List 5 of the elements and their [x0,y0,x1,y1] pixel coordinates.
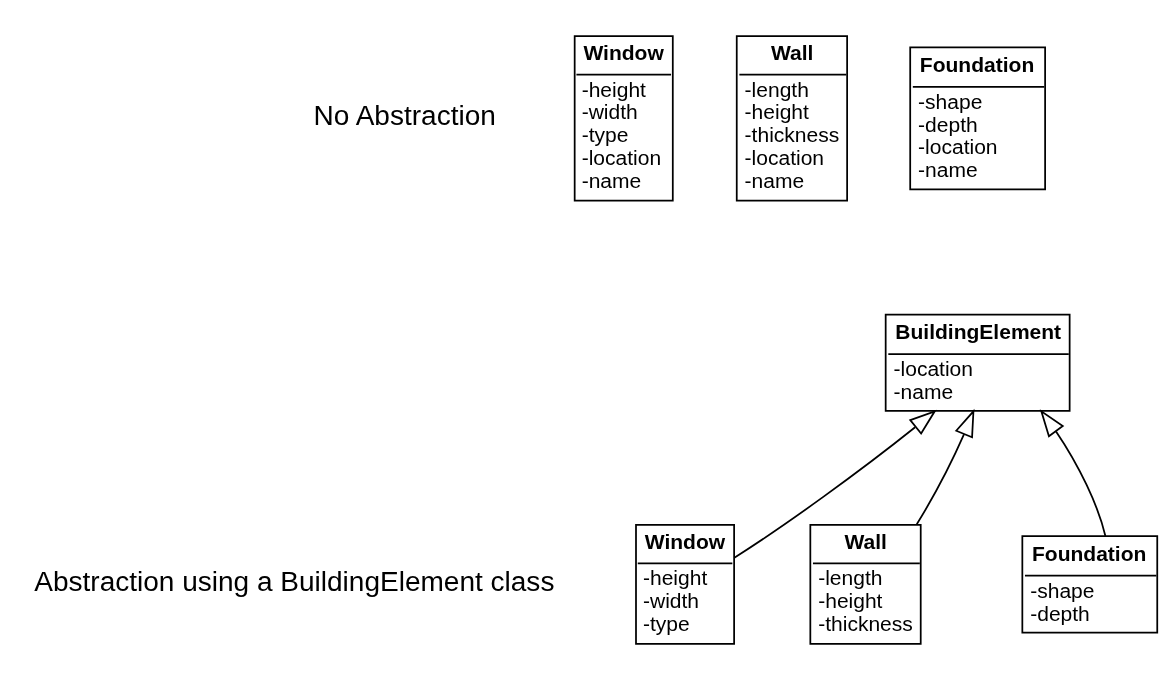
label: Abstraction using a BuildingElement class [34,566,555,598]
arrow [733,409,937,559]
arrow [915,408,975,526]
arrow [1039,409,1107,537]
label: No Abstraction [313,100,496,132]
